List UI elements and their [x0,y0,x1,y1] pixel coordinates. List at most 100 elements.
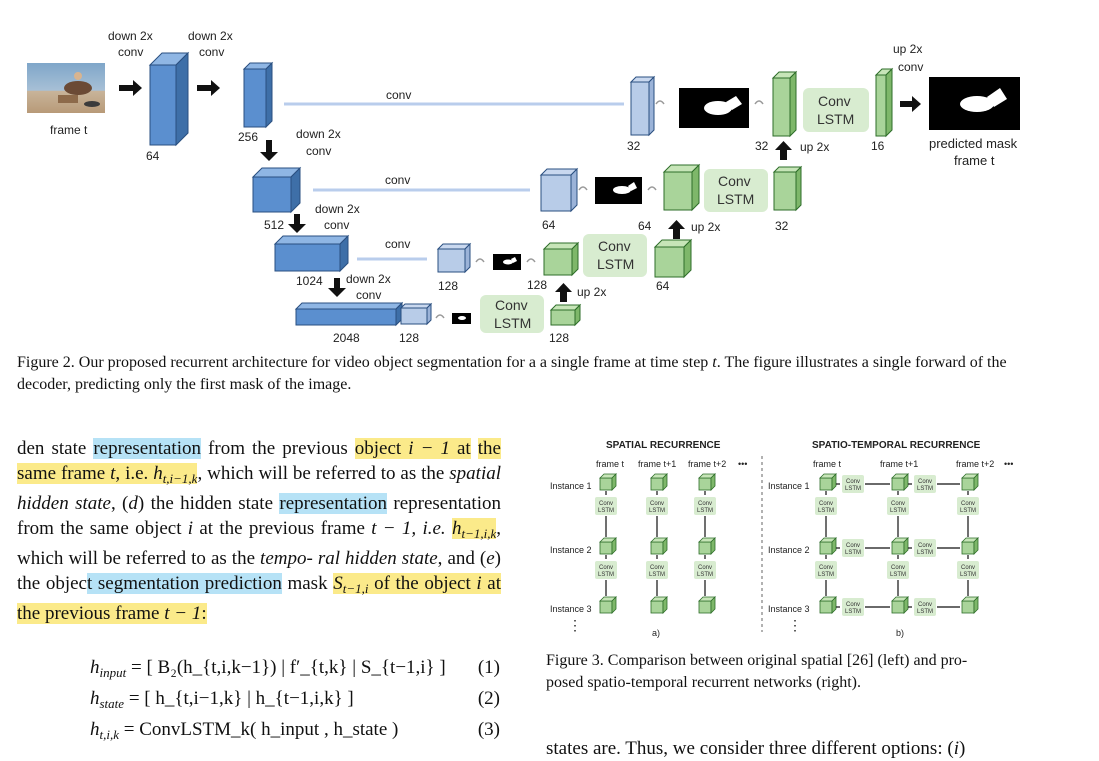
decoder-block-128-blue [436,242,472,274]
arrow-down-icon [328,278,346,297]
down-label: down 2x [296,127,341,141]
up-conv-label: conv [898,60,923,74]
up-label: up 2x [800,140,829,154]
instance-label: Instance 1 [550,481,592,491]
figure-3-cells: ConvLSTMConvLSTMConvLSTMConvLSTMConvLSTM… [595,473,979,616]
down-label: down 2x [188,29,233,43]
instance-cube [650,537,668,555]
instance-cube [961,537,979,555]
svg-text:LSTM: LSTM [817,111,854,127]
decoder-block-16 [874,67,894,138]
conv-lstm-cell: Conv LSTM [803,88,869,132]
svg-text:Conv: Conv [698,565,712,571]
encoder-channels-64: 64 [146,149,160,163]
figure-3-recurrence-diagram: SPATIAL RECURRENCE SPATIO-TEMPORAL RECUR… [550,440,1013,638]
decoder-channels: 32 [627,139,641,153]
decoder-channels: 64 [542,218,556,232]
conv-lstm-cell: Conv LSTM [583,234,647,277]
svg-text:Conv: Conv [918,602,932,608]
svg-text:LSTM: LSTM [960,572,976,578]
subfigure-a-label: a) [652,628,660,638]
instance-cube [698,537,716,555]
frame-label: frame t [50,123,88,137]
svg-text:Conv: Conv [846,543,860,549]
equation-3: ht,i,k = ConvLSTM_k( h_input , h_state )… [90,714,502,745]
decoder-channels: 32 [755,139,769,153]
svg-text:Conv: Conv [846,479,860,485]
decoder-block-128-blue [399,302,433,326]
conv-lstm-cell: ConvLSTM [595,497,617,515]
down-label: down 2x [108,29,153,43]
arrow-down-icon [288,214,306,233]
svg-text:Conv: Conv [650,501,664,507]
svg-text:LSTM: LSTM [598,508,614,514]
down-conv-label: conv [199,45,224,59]
svg-text:Conv: Conv [818,93,851,109]
svg-text:frame t: frame t [596,459,625,469]
svg-text:Conv: Conv [918,543,932,549]
body-text-right: states are. Thus, we consider three diff… [546,738,966,759]
svg-text:•••: ••• [1004,459,1013,469]
instance-cube [961,473,979,491]
conv-lstm-cell: ConvLSTM [842,539,864,557]
conv-lstm-cell: ConvLSTM [694,561,716,579]
svg-text:LSTM: LSTM [649,572,665,578]
svg-text:LSTM: LSTM [494,315,531,331]
svg-text:frame t+1: frame t+1 [880,459,918,469]
conv-lstm-cell: ConvLSTM [914,539,936,557]
encoder-block-256 [242,61,274,129]
encoder-block-2048 [294,301,404,327]
mask-thumbnail [493,254,521,270]
instance-label: Instance 2 [550,545,592,555]
encoder-block-1024 [273,234,350,273]
instance-label: Instance 1 [768,481,810,491]
svg-text:frame t+1: frame t+1 [638,459,676,469]
decoder-channels: 32 [775,219,789,233]
svg-text:Conv: Conv [598,238,631,254]
svg-text:LSTM: LSTM [717,191,754,207]
arrow-up-icon [555,283,572,302]
svg-text:LSTM: LSTM [845,609,861,615]
svg-text:LSTM: LSTM [818,572,834,578]
conv-lstm-cell: Conv LSTM [480,295,544,333]
down-conv-label: conv [306,144,331,158]
conv-lstm-cell: ConvLSTM [646,561,668,579]
svg-text:•••: ••• [738,459,747,469]
conv-lstm-cell: ConvLSTM [957,561,979,579]
svg-text:LSTM: LSTM [917,550,933,556]
svg-text:Conv: Conv [495,297,528,313]
skip-conv-label: conv [386,88,411,102]
svg-text:Conv: Conv [698,501,712,507]
subfigure-b-label: b) [896,628,904,638]
instance-cube [698,473,716,491]
down-conv-label: conv [324,218,349,232]
decoder-channels: 64 [638,219,652,233]
conv-lstm-cell: ConvLSTM [646,497,668,515]
svg-text:Conv: Conv [891,501,905,507]
arrow-up-icon [668,220,685,239]
instance-cube [891,596,909,614]
equations-block: hinput = [ B₂(h_{t,i,k−1}) | f′_{t,k} | … [90,652,502,745]
spatio-temporal-recurrence-title: SPATIO-TEMPORAL RECURRENCE [812,440,981,451]
svg-text:Conv: Conv [961,565,975,571]
encoder-channels-256: 256 [238,130,258,144]
conv-lstm-cell: ConvLSTM [842,475,864,493]
equation-number: (1) [477,657,500,678]
svg-text:Conv: Conv [718,173,751,189]
mask-thumbnail [595,177,642,204]
decoder-channels: 128 [549,331,569,345]
instance-label: Instance 2 [768,545,810,555]
conv-lstm-cell: ConvLSTM [914,475,936,493]
instance-cube [650,596,668,614]
conv-lstm-cell: ConvLSTM [887,561,909,579]
instance-cube [599,537,617,555]
svg-text:LSTM: LSTM [890,508,906,514]
decoder-channels: 128 [438,279,458,293]
instance-label: Instance 3 [550,604,592,614]
instance-cube [819,596,837,614]
conv-lstm-cell: ConvLSTM [887,497,909,515]
instance-cube [891,537,909,555]
paragraph: den state representation from the previo… [17,438,502,624]
decoder-block-32-green [771,70,798,138]
svg-text:Conv: Conv [846,602,860,608]
